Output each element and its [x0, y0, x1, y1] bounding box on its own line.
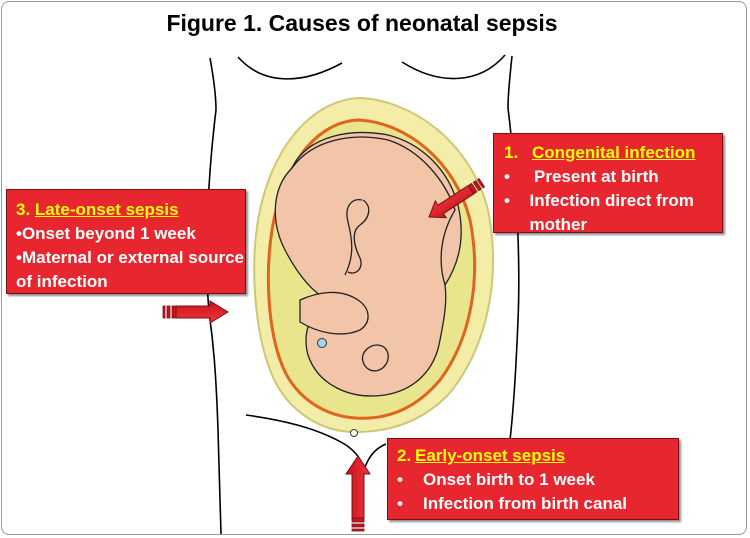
- callout-congenital-item: •Present at birth: [504, 165, 722, 189]
- cervix-marker: [317, 338, 327, 348]
- callout-early-heading: 2.Early-onset sepsis: [397, 444, 678, 468]
- callout-late-onset-sepsis: 3. Late-onset sepsis •Onset beyond 1 wee…: [6, 189, 246, 294]
- birth-canal-opening: [350, 429, 358, 437]
- callout-late-number: 3.: [16, 200, 31, 219]
- bullet-icon: •: [397, 494, 403, 513]
- torso-right-edge: [507, 55, 520, 441]
- callout-early-onset-sepsis: 2.Early-onset sepsis •Onset birth to 1 w…: [387, 438, 679, 520]
- fetus-cord-line: [347, 199, 370, 274]
- callout-early-item: •Infection from birth canal: [397, 492, 678, 516]
- callout-congenital-infection: 1. Congenital infection •Present at birth…: [493, 133, 723, 234]
- callout-late-heading: 3. Late-onset sepsis: [16, 198, 245, 222]
- arrow-late-onset-icon: [162, 300, 229, 324]
- fetus: [274, 131, 462, 397]
- bullet-icon: •: [397, 470, 403, 489]
- torso-left-edge: [206, 57, 222, 535]
- groin-right-line: [363, 443, 387, 471]
- figure-title: Figure 1. Causes of neonatal sepsis: [166, 10, 558, 36]
- bullet-icon: •: [504, 167, 510, 186]
- callout-congenital-item: •Infection direct from mother: [504, 189, 722, 237]
- callout-late-title: Late-onset sepsis: [34, 200, 179, 219]
- callout-congenital-heading: 1. Congenital infection: [504, 141, 722, 165]
- callout-early-number: 2.: [397, 446, 412, 465]
- fetus-arm-line: [344, 199, 363, 276]
- callout-late-item: •Onset beyond 1 week: [16, 224, 196, 243]
- callout-late-item: •Maternal or external source of infectio…: [16, 248, 244, 291]
- callout-early-item: •Onset birth to 1 week: [397, 468, 678, 492]
- breast-right-curve: [401, 54, 506, 80]
- callout-early-title: Early-onset sepsis: [415, 446, 566, 465]
- arrow-early-onset-icon: [345, 455, 371, 532]
- fetus-foot: [361, 344, 389, 372]
- breast-left-curve: [237, 56, 343, 80]
- fetus-limb-upper: [299, 291, 369, 335]
- bullet-icon: •: [504, 191, 510, 210]
- callout-congenital-title: Congenital infection: [532, 143, 696, 162]
- bullet-icon: •: [16, 248, 22, 267]
- bullet-icon: •: [16, 224, 22, 243]
- arrow-congenital-icon: [428, 177, 486, 219]
- callout-congenital-number: 1.: [504, 143, 519, 162]
